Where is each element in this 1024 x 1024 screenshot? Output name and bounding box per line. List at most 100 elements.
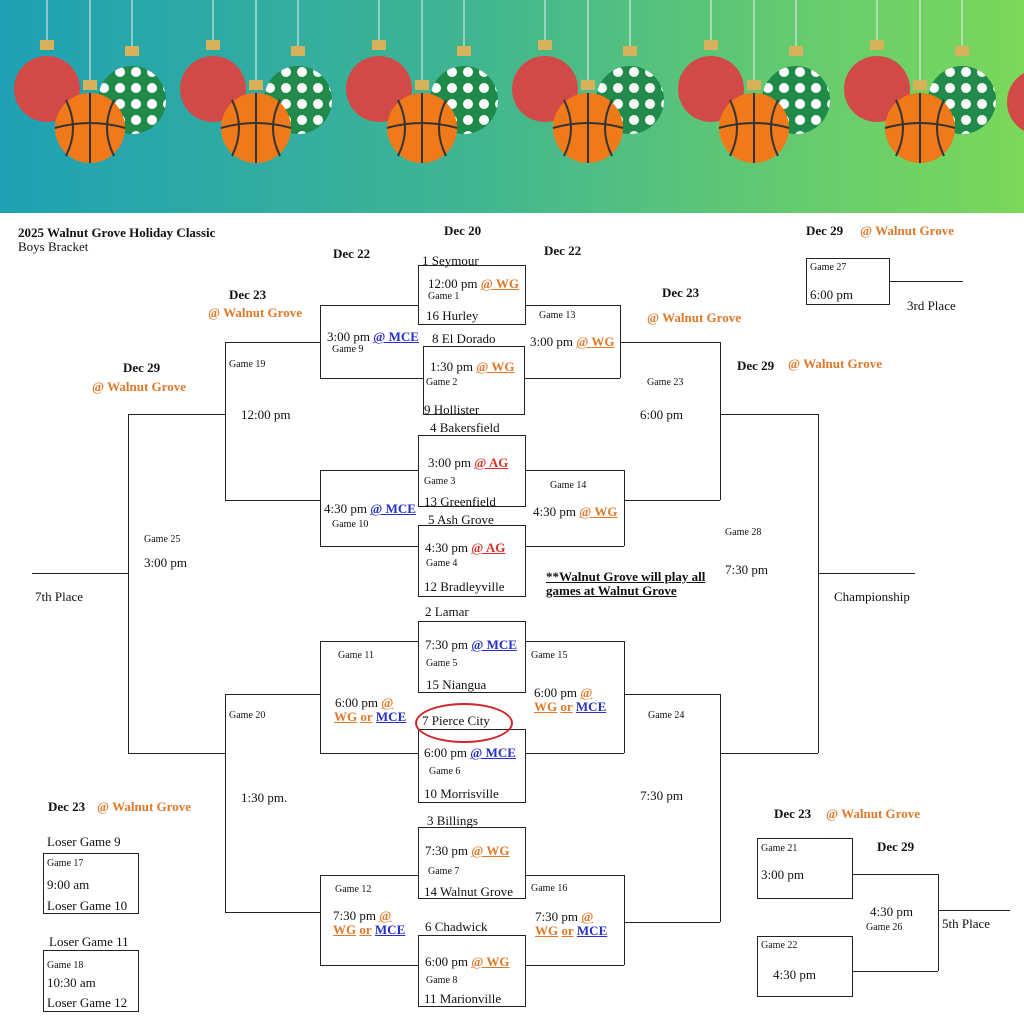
game9-label: Game 9 (332, 344, 364, 355)
team-chadwick: 6 Chadwick (425, 919, 488, 934)
game7-box (418, 827, 526, 899)
game11-site: WG or MCE (334, 709, 407, 724)
game4-info: 4:30 pm @ AG (425, 540, 506, 555)
game11-time: 6:00 pm @ (335, 695, 394, 710)
venue-dec23-right: @ Walnut Grove (647, 310, 741, 325)
date-dec23-left: Dec 23 (229, 287, 267, 302)
game18-label: Game 18 (47, 960, 84, 971)
team-niangua: 15 Niangua (426, 677, 487, 692)
team-ash-grove: 5 Ash Grove (428, 512, 494, 527)
game17-bottom-source: Loser Game 10 (47, 898, 128, 913)
game22-box (757, 936, 853, 997)
game18-box (43, 950, 139, 1012)
game6-label: Game 6 (429, 766, 461, 777)
game8-label: Game 8 (426, 975, 458, 986)
game3-box (418, 435, 526, 507)
team-el-dorado: 8 El Dorado (432, 331, 496, 346)
game26-time: 4:30 pm (870, 904, 913, 919)
team-seymour: 1 Seymour (422, 253, 479, 268)
team-marionville: 11 Marionville (424, 991, 502, 1006)
team-walnut-grove: 14 Walnut Grove (424, 884, 513, 899)
date-dec23-right: Dec 23 (662, 285, 700, 300)
game5-label: Game 5 (426, 658, 458, 669)
game5-box (418, 621, 526, 693)
game15-site: WG or MCE (534, 699, 607, 714)
game23-time: 6:00 pm (640, 407, 683, 422)
team-greenfield: 13 Greenfield (424, 494, 496, 509)
game27-time: 6:00 pm (810, 287, 853, 302)
game17-box (43, 853, 139, 914)
game16-label: Game 16 (531, 883, 568, 894)
venue-dec23-left: @ Walnut Grove (208, 305, 302, 320)
game14-label: Game 14 (550, 480, 587, 491)
championship-label: Championship (834, 589, 910, 604)
game13-label: Game 13 (539, 310, 576, 321)
game10-label: Game 10 (332, 519, 369, 530)
date-dec29-bottom-right: Dec 29 (877, 839, 915, 854)
holiday-banner (0, 0, 1024, 213)
date-dec23-bottom-left: Dec 23 (48, 799, 86, 814)
bracket-sheet: 2025 Walnut Grove Holiday Classic Boys B… (0, 213, 1024, 1024)
team-hurley: 16 Hurley (426, 308, 479, 323)
game17-top-source: Loser Game 9 (47, 834, 121, 849)
game12-site: WG or MCE (333, 922, 406, 937)
game21-label: Game 21 (761, 843, 798, 854)
game16-time: 7:30 pm @ (535, 909, 594, 924)
team-lamar: 2 Lamar (425, 604, 469, 619)
fifth-place-label: 5th Place (942, 916, 991, 931)
venue-dec29-right: @ Walnut Grove (788, 356, 882, 371)
game27-label: Game 27 (810, 262, 847, 273)
game2-label: Game 2 (426, 377, 458, 388)
page-subtitle: Boys Bracket (18, 239, 89, 254)
venue-dec23-bottom-left: @ Walnut Grove (97, 799, 191, 814)
venue-note: **Walnut Grove will play all games at Wa… (546, 569, 706, 598)
game21-time: 3:00 pm (761, 867, 804, 882)
game25-time: 3:00 pm (144, 555, 187, 570)
seventh-place-label: 7th Place (35, 589, 84, 604)
date-dec29-top: Dec 29 (806, 223, 844, 238)
game20-label: Game 20 (229, 710, 266, 721)
game15-label: Game 15 (531, 650, 568, 661)
game5-info: 7:30 pm @ MCE (425, 637, 517, 652)
game7-info: 7:30 pm @ WG (425, 843, 510, 858)
game24-label: Game 24 (648, 710, 685, 721)
date-dec20: Dec 20 (444, 223, 482, 238)
team-billings: 3 Billings (427, 813, 478, 828)
ornament-group-icon (14, 0, 166, 163)
game1-label: Game 1 (428, 291, 460, 302)
game26-label: Game 26 (866, 922, 903, 933)
game7-label: Game 7 (428, 866, 460, 877)
highlight-circle-icon (415, 703, 513, 743)
game23-label: Game 23 (647, 377, 684, 388)
game2-info: 1:30 pm @ WG (430, 359, 515, 374)
team-bakersfield: 4 Bakersfield (430, 420, 500, 435)
game9-info: 3:00 pm @ MCE (327, 329, 419, 344)
venue-dec29-top: @ Walnut Grove (860, 223, 954, 238)
team-hollister: 9 Hollister (424, 402, 480, 417)
game2-box (423, 346, 525, 415)
game12-time: 7:30 pm @ (333, 908, 392, 923)
game8-box (418, 935, 526, 1007)
game27-box (806, 258, 890, 305)
game10-info: 4:30 pm @ MCE (324, 501, 416, 516)
game18-bottom-source: Loser Game 12 (47, 995, 128, 1010)
game24-time: 7:30 pm (640, 788, 683, 803)
game3-info: 3:00 pm @ AG (428, 455, 509, 470)
game21-box (757, 838, 853, 899)
game17-time: 9:00 am (47, 877, 90, 892)
date-dec29-left: Dec 29 (123, 360, 161, 375)
game25-label: Game 25 (144, 534, 181, 545)
team-bradleyville: 12 Bradleyville (424, 579, 505, 594)
game15-time: 6:00 pm @ (534, 685, 593, 700)
game18-top-source: Loser Game 11 (49, 934, 129, 949)
date-dec23-bottom-right: Dec 23 (774, 806, 812, 821)
game20-time: 1:30 pm. (241, 790, 288, 805)
date-dec22-right: Dec 22 (544, 243, 582, 258)
game14-info: 4:30 pm @ WG (533, 504, 618, 519)
game1-info: 12:00 pm @ WG (428, 276, 519, 291)
game6-info: 6:00 pm @ MCE (424, 745, 516, 760)
date-dec22-left: Dec 22 (333, 246, 371, 261)
game19-time: 12:00 pm (241, 407, 291, 422)
page-title: 2025 Walnut Grove Holiday Classic (18, 225, 216, 240)
game12-label: Game 12 (335, 884, 372, 895)
